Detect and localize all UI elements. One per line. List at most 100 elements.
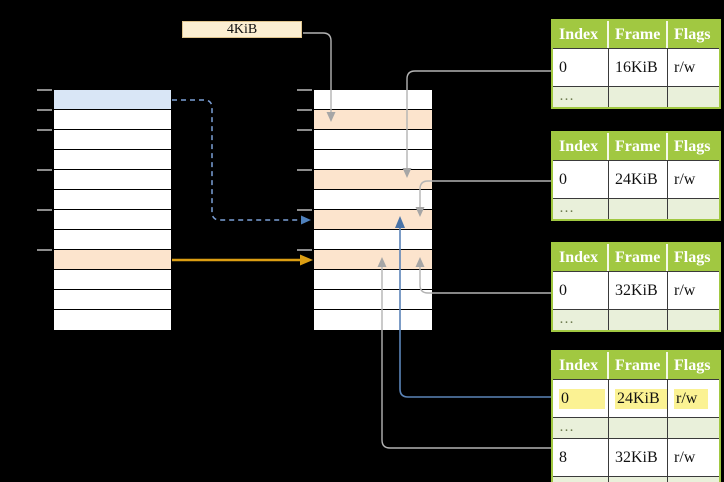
table-row: 0 16KiB r/w xyxy=(553,48,719,86)
col-header-flags: Flags xyxy=(674,356,711,374)
cell-index: 0 xyxy=(553,161,609,198)
cell-flags: r/w xyxy=(674,448,696,466)
page-table-row xyxy=(314,130,432,150)
table-row-ellipsis: … xyxy=(553,198,719,219)
page-table-row xyxy=(54,150,171,170)
col-header-index: Index xyxy=(553,244,609,271)
cell-frame xyxy=(609,418,668,438)
col-header-index: Index xyxy=(553,352,609,379)
page-table-row xyxy=(54,290,171,310)
page-table-row xyxy=(314,270,432,290)
col-header-frame: Frame xyxy=(609,244,668,271)
page-table-row-highlighted-blue xyxy=(54,90,171,110)
col-header-index: Index xyxy=(553,133,609,160)
table-row-ellipsis: … xyxy=(553,417,719,438)
page-table-row xyxy=(54,270,171,290)
tick-mark xyxy=(297,129,312,131)
cell-frame xyxy=(609,477,668,482)
highlight-value: r/w xyxy=(674,388,708,409)
arrow-from-table3 xyxy=(415,257,551,294)
entry-table-3: Index Frame Flags 0 32KiB r/w … xyxy=(551,242,721,332)
left-page-table xyxy=(53,89,172,331)
cell-flags: r/w xyxy=(674,170,696,188)
tick-mark xyxy=(297,209,312,211)
tick-mark xyxy=(37,89,52,91)
cell-flags xyxy=(668,199,719,219)
cell-flags: r/w xyxy=(674,281,696,299)
table-row: 0 32KiB r/w xyxy=(553,271,719,309)
highlight-value: 0 xyxy=(559,388,605,409)
page-table-row xyxy=(314,190,432,210)
col-header-flags: Flags xyxy=(674,25,711,43)
page-table-row xyxy=(314,90,432,110)
cell-index: … xyxy=(553,87,609,107)
cell-frame: 16KiB xyxy=(609,49,668,86)
tick-mark xyxy=(297,249,312,251)
page-table-row xyxy=(54,310,171,330)
page-table-row xyxy=(54,130,171,150)
table-header-row: Index Frame Flags xyxy=(553,21,719,48)
tick-mark xyxy=(37,109,52,111)
page-table-row xyxy=(314,230,432,250)
tick-mark xyxy=(37,169,52,171)
entry-table-2: Index Frame Flags 0 24KiB r/w … xyxy=(551,131,721,221)
cell-index: … xyxy=(553,310,609,330)
table-row: 0 24KiB r/w xyxy=(553,160,719,198)
table-header-row: Index Frame Flags xyxy=(553,244,719,271)
table-row-highlighted: 0 24KiB r/w xyxy=(553,379,719,417)
page-table-row xyxy=(54,170,171,190)
col-header-frame: Frame xyxy=(609,21,668,48)
cell-index: 8 xyxy=(553,439,609,476)
col-header-frame: Frame xyxy=(609,352,668,379)
highlight-value: 24KiB xyxy=(615,388,667,409)
cell-frame: 32KiB xyxy=(609,272,668,309)
page-table-row xyxy=(54,190,171,210)
table-header-row: Index Frame Flags xyxy=(553,352,719,379)
tick-mark xyxy=(297,109,312,111)
entry-table-4: Index Frame Flags 0 24KiB r/w … 8 32KiB … xyxy=(551,350,721,482)
cell-flags xyxy=(668,418,719,438)
cell-index: 0 xyxy=(553,380,609,417)
cell-index: 0 xyxy=(553,272,609,309)
page-size-label: 4KiB xyxy=(182,21,302,38)
tick-mark xyxy=(37,249,52,251)
cell-index: … xyxy=(553,418,609,438)
table-row: 8 32KiB r/w xyxy=(553,438,719,476)
cell-flags xyxy=(668,310,719,330)
middle-page-table xyxy=(313,89,433,331)
page-table-row xyxy=(314,310,432,330)
cell-frame: 24KiB xyxy=(609,161,668,198)
cell-frame xyxy=(609,310,668,330)
arrow-from-table2 xyxy=(415,180,551,217)
page-table-row xyxy=(54,210,171,230)
page-table-row-highlighted-orange xyxy=(314,170,432,190)
tick-mark xyxy=(297,169,312,171)
page-table-row xyxy=(314,290,432,310)
cell-index: 0 xyxy=(553,49,609,86)
cell-frame: 32KiB xyxy=(609,439,668,476)
cell-frame: 24KiB xyxy=(609,380,668,417)
cell-flags xyxy=(668,87,719,107)
col-header-frame: Frame xyxy=(609,133,668,160)
arrow-from-orange-row xyxy=(172,254,313,266)
page-table-row xyxy=(54,110,171,130)
col-header-flags: Flags xyxy=(674,137,711,155)
tick-mark xyxy=(37,129,52,131)
page-table-row-highlighted-orange xyxy=(54,250,171,270)
cell-flags: r/w xyxy=(674,58,696,76)
page-table-row-highlighted-orange xyxy=(314,210,432,230)
table-row-ellipsis: … xyxy=(553,86,719,107)
col-header-index: Index xyxy=(553,21,609,48)
cell-index: … xyxy=(553,199,609,219)
page-table-row xyxy=(314,150,432,170)
cell-frame xyxy=(609,87,668,107)
tick-mark xyxy=(297,89,312,91)
page-table-row xyxy=(54,230,171,250)
entry-table-1: Index Frame Flags 0 16KiB r/w … xyxy=(551,19,721,109)
cell-index: … xyxy=(553,477,609,482)
table-row-ellipsis: … xyxy=(553,476,719,482)
cell-frame xyxy=(609,199,668,219)
table-row-ellipsis: … xyxy=(553,309,719,330)
col-header-flags: Flags xyxy=(674,248,711,266)
